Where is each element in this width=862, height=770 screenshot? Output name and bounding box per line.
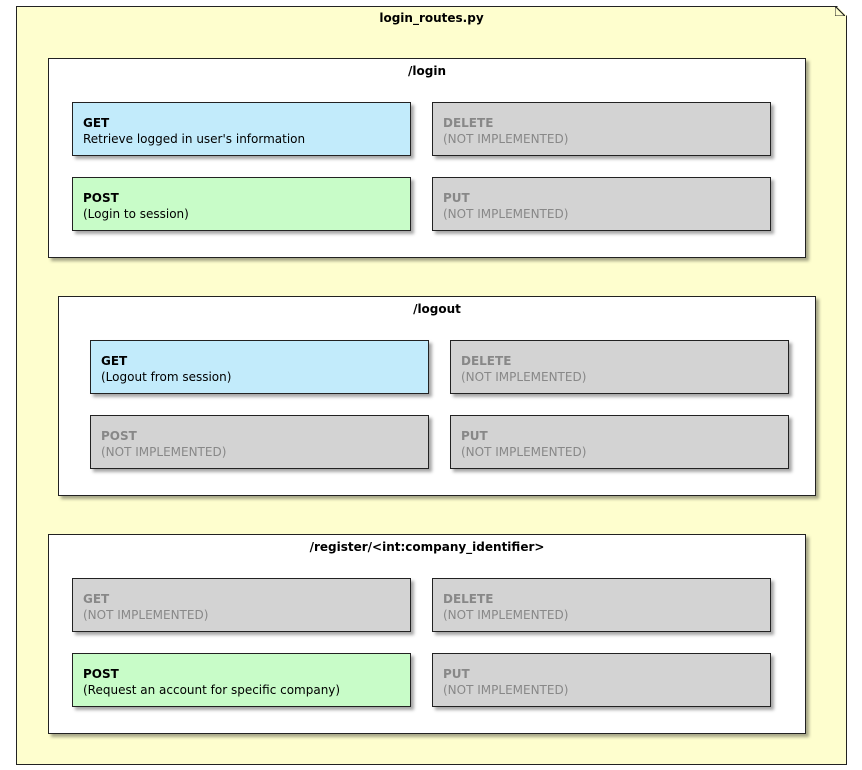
method-verb: DELETE	[443, 116, 494, 130]
method-verb: PUT	[443, 667, 470, 681]
method-verb: DELETE	[443, 592, 494, 606]
method-post[interactable]: POST (Login to session)	[72, 177, 411, 231]
route-path: /register/<int:company_identifier>	[309, 540, 545, 554]
method-verb: PUT	[443, 191, 470, 205]
method-verb: GET	[83, 116, 110, 130]
method-get[interactable]: GET Retrieve logged in user's informatio…	[72, 102, 411, 156]
method-description: (NOT IMPLEMENTED)	[461, 370, 587, 384]
method-description: (NOT IMPLEMENTED)	[101, 445, 227, 459]
method-description: (Login to session)	[83, 207, 189, 221]
route-login: /login GET Retrieve logged in user's inf…	[48, 58, 806, 258]
method-description: (NOT IMPLEMENTED)	[83, 608, 209, 622]
route-register: /register/<int:company_identifier> GET (…	[48, 534, 806, 734]
method-description: (NOT IMPLEMENTED)	[443, 608, 569, 622]
method-verb: DELETE	[461, 354, 512, 368]
route-logout: /logout GET (Logout from session) DELETE…	[58, 296, 816, 496]
route-path: /logout	[413, 302, 461, 316]
method-put[interactable]: PUT (NOT IMPLEMENTED)	[432, 177, 771, 231]
route-path: /login	[408, 64, 446, 78]
method-description: (Request an account for specific company…	[83, 683, 341, 697]
method-post[interactable]: POST (NOT IMPLEMENTED)	[90, 415, 429, 469]
method-verb: PUT	[461, 429, 488, 443]
method-description: Retrieve logged in user's information	[83, 132, 306, 146]
method-get[interactable]: GET (NOT IMPLEMENTED)	[72, 578, 411, 632]
method-description: (NOT IMPLEMENTED)	[443, 207, 569, 221]
method-verb: POST	[83, 667, 119, 681]
method-get[interactable]: GET (Logout from session)	[90, 340, 429, 394]
method-delete[interactable]: DELETE (NOT IMPLEMENTED)	[432, 102, 771, 156]
method-post[interactable]: POST (Request an account for specific co…	[72, 653, 411, 707]
method-verb: GET	[83, 592, 110, 606]
method-description: (NOT IMPLEMENTED)	[461, 445, 587, 459]
file-name: login_routes.py	[379, 11, 484, 25]
method-delete[interactable]: DELETE (NOT IMPLEMENTED)	[450, 340, 789, 394]
method-verb: POST	[101, 429, 137, 443]
method-description: (NOT IMPLEMENTED)	[443, 132, 569, 146]
method-verb: GET	[101, 354, 128, 368]
folded-corner-icon	[835, 6, 845, 16]
method-verb: POST	[83, 191, 119, 205]
method-delete[interactable]: DELETE (NOT IMPLEMENTED)	[432, 578, 771, 632]
method-put[interactable]: PUT (NOT IMPLEMENTED)	[432, 653, 771, 707]
method-description: (NOT IMPLEMENTED)	[443, 683, 569, 697]
method-put[interactable]: PUT (NOT IMPLEMENTED)	[450, 415, 789, 469]
method-description: (Logout from session)	[101, 370, 232, 384]
